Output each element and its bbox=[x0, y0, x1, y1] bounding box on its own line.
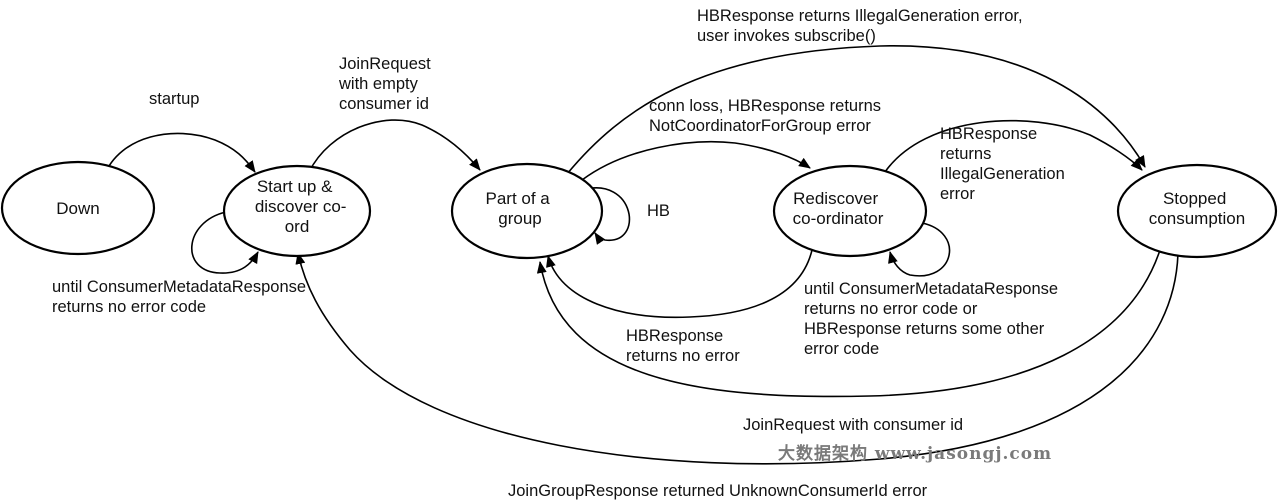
label-until-metadata-line1: until ConsumerMetadataResponse bbox=[52, 278, 306, 296]
label-until-metadata-line2: returns no error code bbox=[52, 298, 206, 316]
label-until-metadata-or-other-line2: returns no error code or bbox=[804, 300, 978, 318]
state-startup-label-line3: ord bbox=[285, 217, 310, 236]
state-stopped-label-line1: Stopped bbox=[1163, 189, 1226, 208]
svg-text:Start up & discover co-: Start up & discover co- ord bbox=[255, 177, 351, 236]
svg-text:Part of a group: Part of a group bbox=[486, 189, 555, 228]
edge-startup-self-loop bbox=[191, 211, 259, 274]
state-stopped-label-line2: consumption bbox=[1149, 209, 1245, 228]
label-illegal-generation-subscribe-line1: HBResponse returns IllegalGeneration err… bbox=[697, 7, 1023, 25]
edge-down-to-startup bbox=[103, 132, 256, 177]
label-hb: HB bbox=[647, 202, 670, 220]
label-hb-no-error-line2: returns no error bbox=[626, 347, 740, 365]
svg-text:Rediscover co-ordinator: Rediscover co-ordinator bbox=[793, 189, 884, 228]
svg-text:until ConsumerMetadataResponse: until ConsumerMetadataResponse returns n… bbox=[804, 280, 1063, 358]
label-until-metadata-or-other-line4: error code bbox=[804, 340, 879, 358]
label-until-metadata-or-other-line3: HBResponse returns some other bbox=[804, 320, 1045, 338]
label-conn-loss-line1: conn loss, HBResponse returns bbox=[649, 97, 881, 115]
svg-text:Down: Down bbox=[56, 199, 99, 218]
edge-group-self-loop bbox=[581, 187, 631, 245]
label-join-request-empty-line1: JoinRequest bbox=[339, 55, 431, 73]
label-startup: startup bbox=[149, 90, 199, 108]
svg-text:HB: HB bbox=[647, 202, 670, 220]
edge-rediscover-to-stopped bbox=[884, 119, 1143, 173]
label-join-request-empty-line2: with empty bbox=[338, 75, 419, 93]
state-rediscover-label-line1: Rediscover bbox=[793, 189, 878, 208]
watermark-text: 大数据架构 www.jasongj.com bbox=[778, 443, 1052, 464]
state-rediscover-label-line2: co-ordinator bbox=[793, 209, 884, 228]
state-group-label-line2: group bbox=[498, 209, 541, 228]
edge-group-to-stopped bbox=[566, 45, 1146, 175]
svg-text:conn loss, HBResponse returns: conn loss, HBResponse returns NotCoordin… bbox=[649, 97, 886, 135]
label-conn-loss-line2: NotCoordinatorForGroup error bbox=[649, 117, 871, 135]
edge-stopped-to-group bbox=[536, 249, 1161, 398]
state-stopped-consumption bbox=[1116, 163, 1278, 259]
label-join-request-consumer-id: JoinRequest with consumer id bbox=[743, 416, 963, 434]
state-part-of-group bbox=[450, 162, 604, 260]
label-illegal-generation-subscribe-line2: user invokes subscribe() bbox=[697, 27, 876, 45]
svg-text:Stopped consumption: Stopped consumption bbox=[1149, 189, 1245, 228]
svg-text:startup: startup bbox=[149, 90, 199, 108]
edge-rediscover-to-group bbox=[546, 249, 813, 319]
edges bbox=[103, 45, 1179, 465]
state-group-label-line1: Part of a bbox=[486, 189, 551, 208]
label-unknown-consumer-id: JoinGroupResponse returned UnknownConsum… bbox=[508, 482, 928, 500]
state-rediscover-coordinator bbox=[772, 164, 928, 258]
label-hb-illegal-generation-line1: HBResponse bbox=[940, 125, 1037, 143]
label-hb-illegal-generation-line3: IllegalGeneration bbox=[940, 165, 1065, 183]
edge-startup-to-group bbox=[308, 119, 481, 173]
svg-text:HBResponse returns: HBResponse returns IllegalGeneration err… bbox=[940, 125, 1069, 203]
label-hb-no-error-line1: HBResponse bbox=[626, 327, 723, 345]
states: Down Start up & discover co- ord Part of… bbox=[0, 160, 1278, 260]
svg-text:JoinGroupResponse returned Unk: JoinGroupResponse returned UnknownConsum… bbox=[508, 482, 928, 500]
state-down-label: Down bbox=[56, 199, 99, 218]
svg-text:HBResponse returns no er: HBResponse returns no error bbox=[626, 327, 740, 365]
label-join-request-empty-line3: consumer id bbox=[339, 95, 429, 113]
edge-stopped-to-startup bbox=[295, 252, 1179, 465]
edge-group-to-rediscover bbox=[581, 140, 811, 181]
label-until-metadata-or-other-line1: until ConsumerMetadataResponse bbox=[804, 280, 1058, 298]
edge-labels: startup JoinRequest with empty consumer … bbox=[52, 7, 1069, 500]
svg-text:HBResponse returns IllegalGene: HBResponse returns IllegalGeneration err… bbox=[697, 7, 1027, 45]
label-hb-illegal-generation-line2: returns bbox=[940, 145, 991, 163]
label-hb-illegal-generation-line4: error bbox=[940, 185, 975, 203]
state-startup-label-line1: Start up & bbox=[257, 177, 333, 196]
svg-text:JoinRequest with empty: JoinRequest with empty consumer id bbox=[338, 55, 435, 113]
svg-text:JoinRequest with consumer id: JoinRequest with consumer id bbox=[743, 416, 963, 434]
svg-text:until ConsumerMetadataResponse: until ConsumerMetadataResponse returns n… bbox=[52, 278, 311, 316]
edge-rediscover-self-loop bbox=[888, 222, 951, 277]
state-startup bbox=[222, 164, 372, 258]
state-startup-label-line2: discover co- bbox=[255, 197, 347, 216]
state-down bbox=[0, 160, 156, 256]
